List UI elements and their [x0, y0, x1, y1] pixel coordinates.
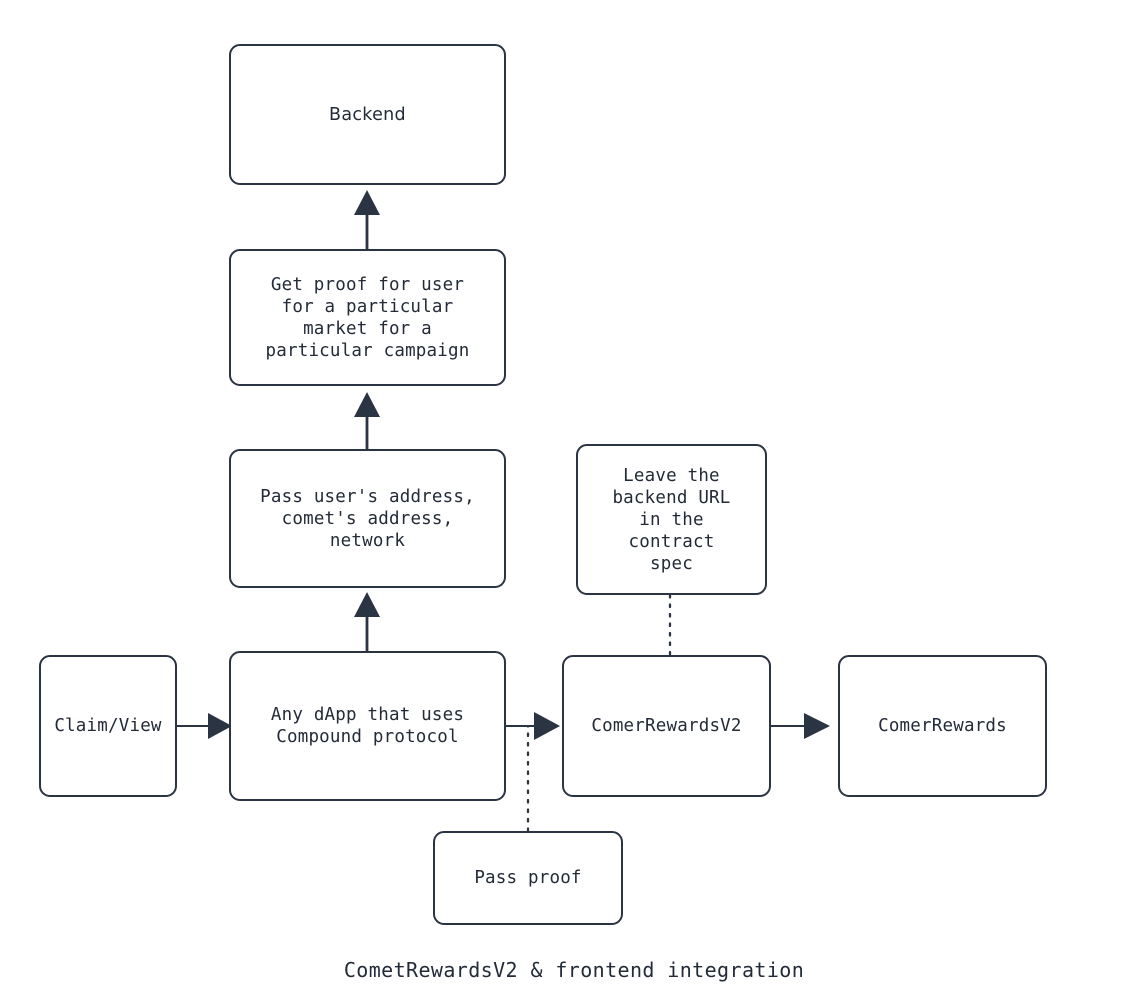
edge-dapp-to-rewards-v2: [506, 712, 560, 740]
node-pass-address-label: Pass user's address, comet's address, ne…: [260, 486, 475, 551]
node-any-dapp-label: Any dApp that uses Compound protocol: [270, 705, 465, 747]
node-backend-label: Backend: [329, 104, 406, 125]
node-pass-proof[interactable]: Pass proof: [433, 831, 623, 925]
node-comer-rewards[interactable]: ComerRewards: [838, 655, 1047, 797]
edge-address-to-get-proof: [354, 392, 380, 449]
diagram-caption: CometRewardsV2 & frontend integration: [343, 958, 805, 982]
node-pass-proof-label: Pass proof: [474, 868, 582, 888]
edge-dapp-to-pass-address: [354, 592, 380, 651]
node-claim-view-label: Claim/View: [54, 716, 162, 736]
edge-claim-to-dapp: [177, 713, 232, 739]
node-comer-rewards-label: ComerRewards: [878, 716, 1007, 736]
node-claim-view[interactable]: Claim/View: [39, 655, 177, 797]
edge-v2-to-rewards: [771, 713, 830, 739]
node-get-proof-label: Get proof for user for a particular mark…: [265, 274, 470, 361]
node-comer-rewards-v2[interactable]: ComerRewardsV2: [562, 655, 771, 797]
edge-proof-to-backend: [354, 190, 380, 249]
node-any-dapp[interactable]: Any dApp that uses Compound protocol: [229, 651, 506, 801]
node-leave-backend-url[interactable]: Leave the backend URL in the contract sp…: [576, 444, 767, 595]
node-backend[interactable]: Backend: [229, 44, 506, 185]
node-comer-rewards-v2-label: ComerRewardsV2: [591, 716, 742, 736]
node-get-proof[interactable]: Get proof for user for a particular mark…: [229, 249, 506, 386]
node-pass-address[interactable]: Pass user's address, comet's address, ne…: [229, 449, 506, 588]
node-leave-backend-url-label: Leave the backend URL in the contract sp…: [612, 465, 731, 574]
